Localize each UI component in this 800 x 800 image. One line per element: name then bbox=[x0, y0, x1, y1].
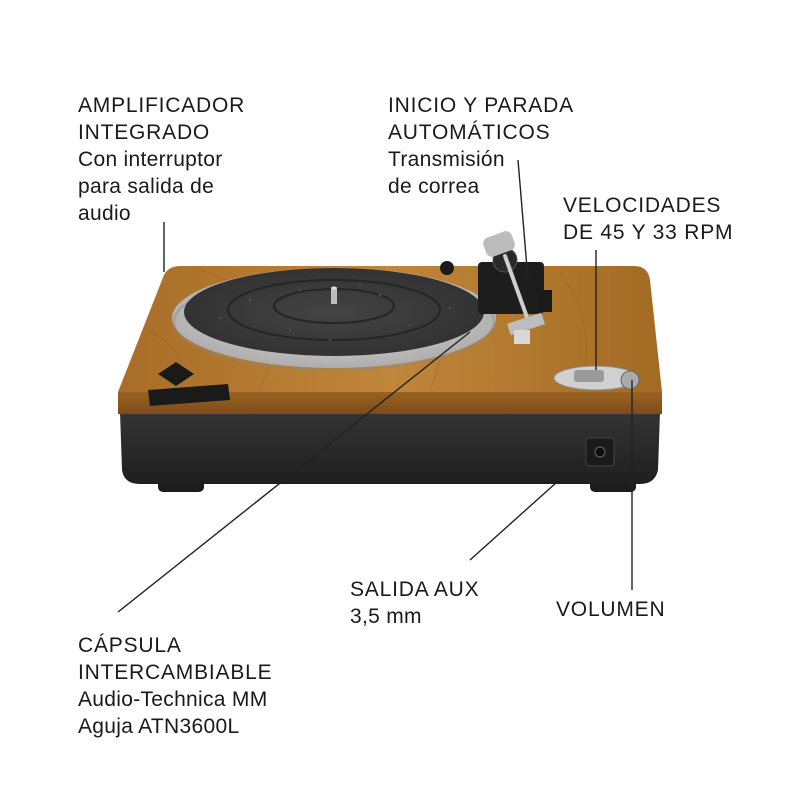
cartridge bbox=[514, 330, 530, 344]
speaker-base bbox=[120, 412, 660, 484]
callout-title-line: INICIO Y PARADA bbox=[388, 94, 574, 117]
counterweight bbox=[483, 231, 515, 257]
callout-desc-line: Aguja ATN3600L bbox=[78, 715, 240, 738]
callout-cartridge: CÁPSULA INTERCAMBIABLE Audio-Technica MM… bbox=[78, 632, 272, 740]
callout-desc-line: Audio-Technica MM bbox=[78, 688, 268, 711]
aux-jack[interactable] bbox=[594, 446, 606, 458]
callout-aux-output: SALIDA AUX 3,5 mm bbox=[350, 576, 479, 630]
callout-title-line: DE 45 Y 33 RPM bbox=[563, 221, 734, 244]
brand-logo bbox=[148, 362, 230, 406]
cue-knob bbox=[440, 261, 454, 275]
callout-lines bbox=[117, 159, 633, 613]
callout-desc-line: Con interruptor bbox=[78, 148, 223, 171]
headshell bbox=[507, 312, 545, 336]
callout-desc-line: para salida de bbox=[78, 175, 215, 198]
callout-title-line: INTERCAMBIABLE bbox=[78, 661, 273, 684]
arm-rest bbox=[538, 290, 552, 312]
callout-auto-start-stop: INICIO Y PARADA AUTOMÁTICOS Transmisión … bbox=[388, 92, 574, 200]
callout-title-line: AMPLIFICADOR bbox=[78, 94, 246, 117]
callout-volume: VOLUMEN bbox=[556, 596, 665, 623]
spindle-top bbox=[331, 286, 337, 290]
speed-selector-knob[interactable] bbox=[574, 370, 604, 382]
volume-knob[interactable] bbox=[620, 370, 640, 390]
callout-speeds: VELOCIDADES DE 45 Y 33 RPM bbox=[563, 192, 733, 246]
tonearm bbox=[503, 254, 530, 322]
callout-title-line: INTEGRADO bbox=[78, 121, 211, 144]
spindle bbox=[331, 288, 337, 304]
callout-desc-line: de correa bbox=[388, 175, 480, 198]
wood-plinth-edge bbox=[118, 392, 662, 414]
callout-title-line: VOLUMEN bbox=[556, 598, 666, 621]
cork-mat bbox=[184, 268, 484, 356]
callout-desc-line: Transmisión bbox=[388, 148, 505, 171]
callout-title-line: AUTOMÁTICOS bbox=[388, 121, 551, 144]
callout-amplifier: AMPLIFICADOR INTEGRADO Con interruptor p… bbox=[78, 92, 245, 227]
callout-desc-line: audio bbox=[78, 202, 131, 225]
callout-title-line: SALIDA AUX bbox=[350, 578, 480, 601]
callout-desc-line: 3,5 mm bbox=[350, 605, 422, 628]
mat-ring bbox=[227, 279, 441, 341]
mat-speckles bbox=[219, 284, 452, 342]
callout-title-line: CÁPSULA bbox=[78, 634, 182, 657]
callout-title-line: VELOCIDADES bbox=[563, 194, 722, 217]
